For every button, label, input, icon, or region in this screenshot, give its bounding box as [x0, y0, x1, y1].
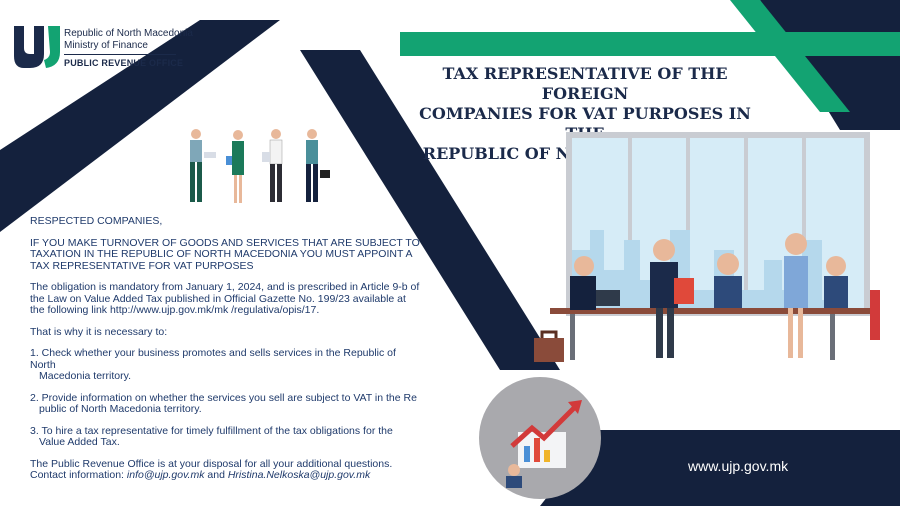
chair	[870, 290, 880, 340]
step-3-first: 3. To hire a tax representative for time…	[30, 424, 393, 437]
org-ministry: Ministry of Finance	[64, 40, 148, 51]
person-3-figure	[262, 129, 283, 202]
ujp-logo-icon	[14, 26, 60, 68]
person-2-figure	[226, 130, 244, 203]
meeting-person-4	[784, 233, 808, 358]
org-divider	[64, 54, 176, 55]
closing-text: The Public Revenue Office is at your dis…	[30, 457, 393, 470]
org-office: PUBLIC REVENUE OFFICE	[64, 58, 184, 68]
footer-band	[540, 430, 900, 506]
meeting-person-1	[570, 256, 620, 310]
step-2-first: 2. Provide information on whether the se…	[30, 391, 417, 404]
website-link[interactable]: www.ujp.gov.mk	[688, 458, 789, 474]
organization-block: Republic of North Macedonia Ministry of …	[64, 28, 193, 69]
intro-text: That is why it is necessary to:	[30, 325, 168, 338]
step-2: 2. Provide information on whether the se…	[30, 391, 420, 416]
email-info-link[interactable]: info@ujp.gov.mk	[126, 469, 205, 481]
center-diagonal-band	[300, 50, 560, 370]
step-3: 3. To hire a tax representative for time…	[30, 424, 420, 449]
contact-label: Contact information:	[30, 469, 127, 481]
step-2-rest: public of North Macedonia territory.	[39, 403, 202, 415]
org-country: Republic of North Macedonia	[64, 28, 193, 39]
briefcase	[534, 338, 564, 362]
step-3-rest: Value Added Tax.	[39, 436, 120, 448]
email-hristina-link[interactable]: Hristina.Nelkoska@ujp.gov.mk	[227, 469, 371, 481]
city-skyline	[572, 230, 844, 310]
person-4-figure	[306, 129, 330, 202]
notice-text: IF YOU MAKE TURNOVER OF GOODS AND SERVIC…	[30, 236, 420, 272]
letter-body: RESPECTED COMPANIES, IF YOU MAKE TURNOVE…	[30, 215, 420, 482]
title-line-1: TAX REPRESENTATIVE OF THE FOREIGN	[442, 64, 728, 103]
meeting-person-2	[650, 239, 694, 358]
contact-and: and	[204, 469, 228, 481]
left-diagonal-band	[0, 20, 280, 232]
business-people-illustration	[190, 129, 330, 203]
step-1-first: 1. Check whether your business promotes …	[30, 347, 396, 371]
step-1-rest: Macedonia territory.	[39, 370, 132, 382]
meeting-person-3	[714, 253, 742, 308]
step-1: 1. Check whether your business promotes …	[30, 347, 420, 383]
green-header-bar	[400, 32, 900, 56]
closing-block: The Public Revenue Office is at your dis…	[30, 457, 420, 482]
meeting-table	[550, 308, 870, 314]
greeting: RESPECTED COMPANIES,	[30, 215, 163, 227]
trend-arrow	[510, 406, 576, 448]
person-1-figure	[190, 129, 216, 202]
obligation-text: The obligation is mandatory from January…	[30, 281, 420, 316]
growth-chart-illustration	[479, 377, 601, 499]
meeting-person-5	[824, 256, 848, 308]
meeting-room-illustration	[534, 132, 880, 362]
